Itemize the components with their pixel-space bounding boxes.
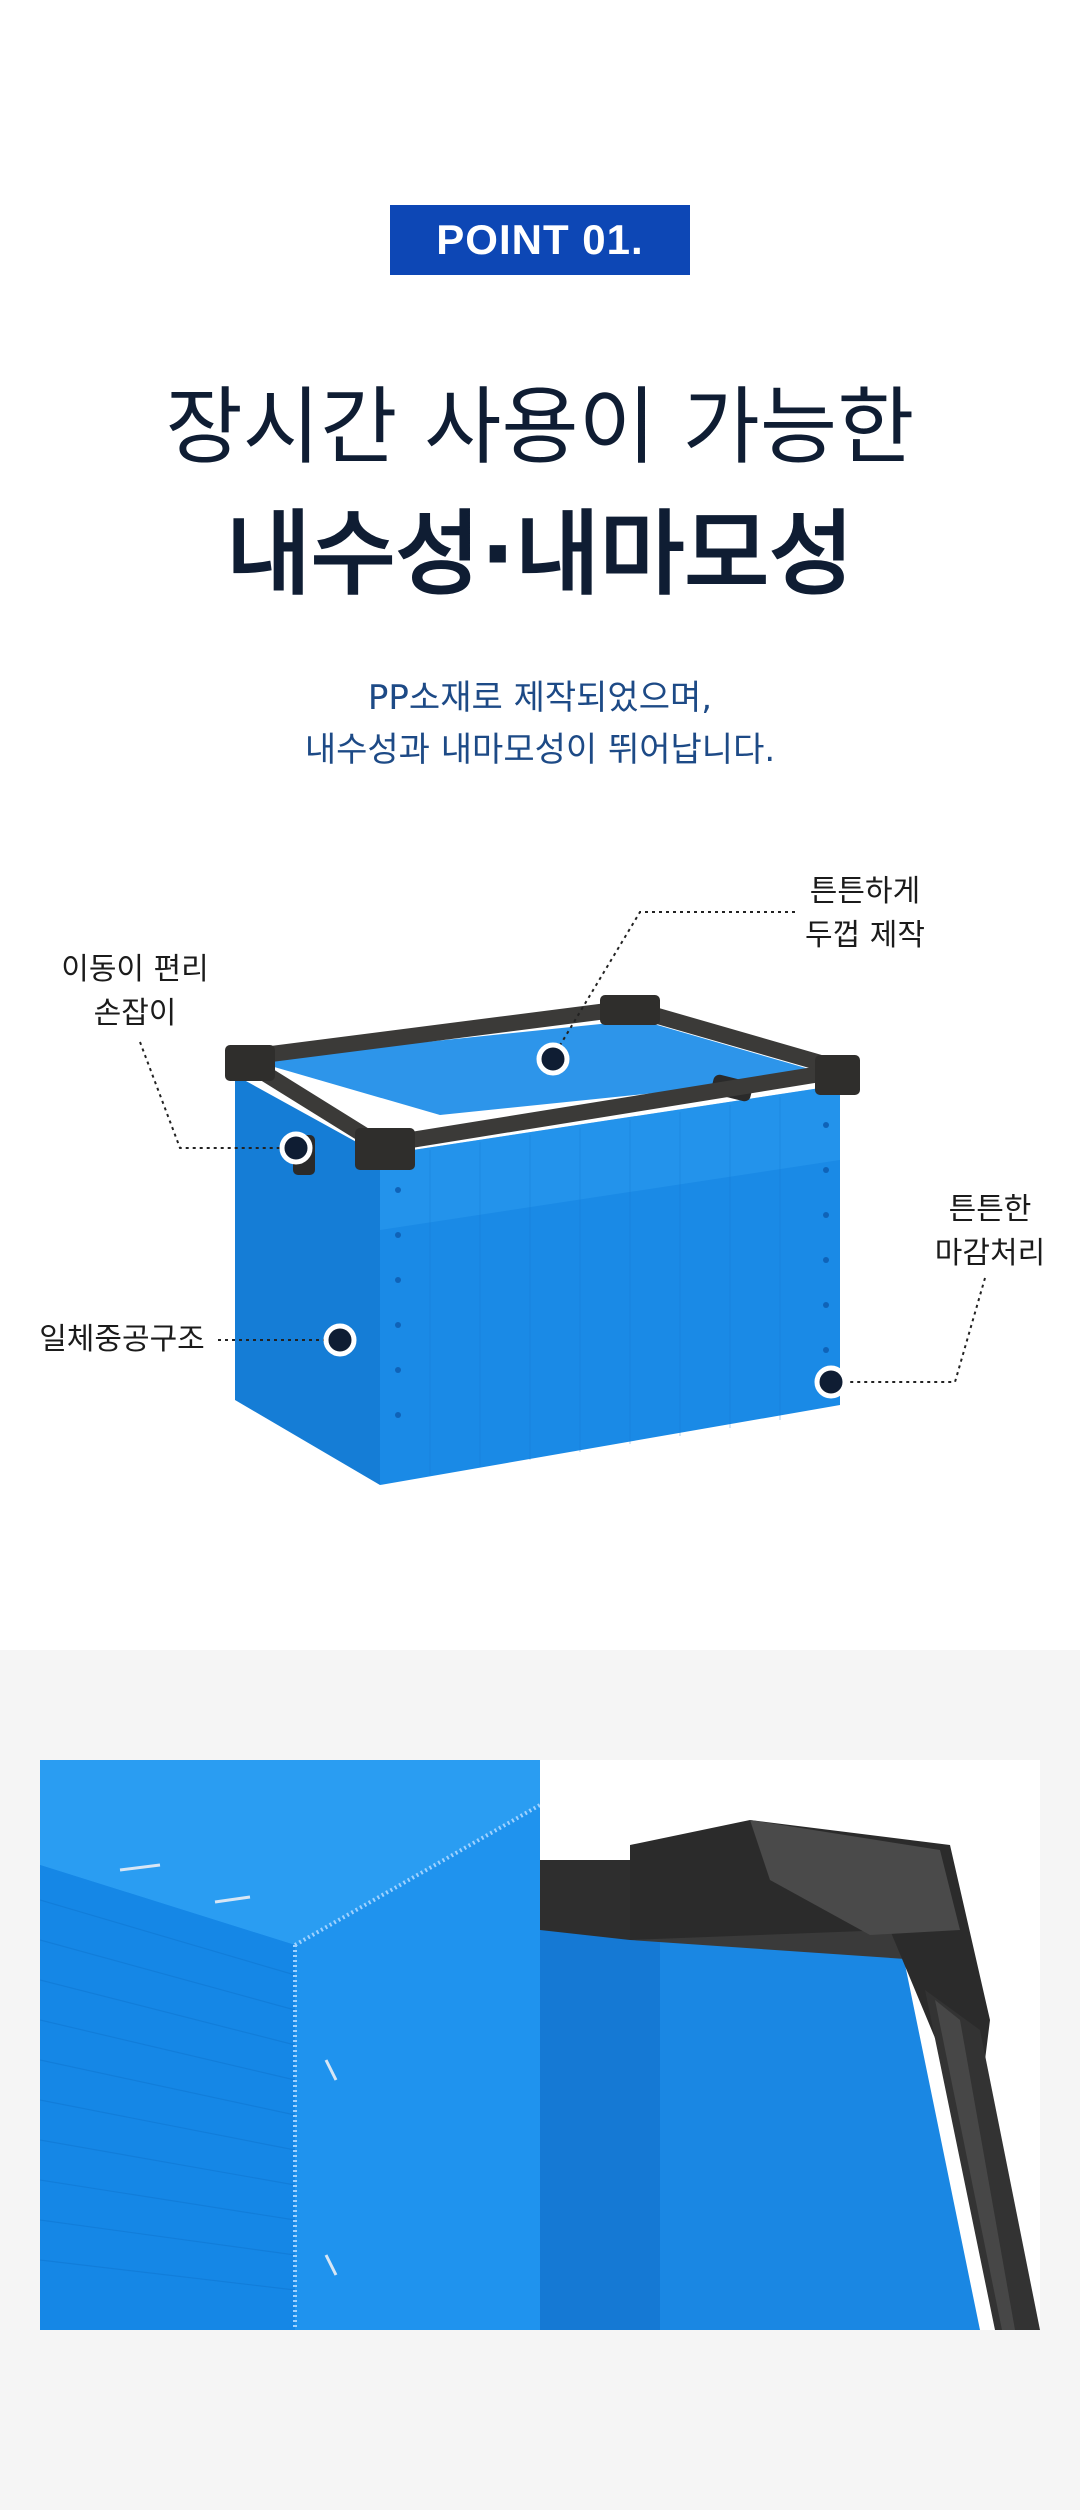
- detail-photo-frame: [540, 1760, 1040, 2330]
- dot-hollow: [323, 1323, 357, 1357]
- headline-line2: 내수성·내마모성: [226, 501, 854, 608]
- callout-hollow-line1: 일체중공구조: [39, 1322, 205, 1357]
- callout-thick: 튼튼하게 두껍 제작: [775, 870, 955, 958]
- callout-thick-line1: 튼튼하게: [809, 874, 921, 909]
- box-left-side: [235, 1075, 380, 1485]
- leader-finish: [830, 1277, 986, 1383]
- headline-line1: 장시간 사용이 가능한: [165, 378, 915, 476]
- dot-finish: [814, 1365, 848, 1399]
- detail-photo-corner: [40, 1760, 540, 2330]
- leader-handle: [139, 1041, 295, 1149]
- dot-thick: [536, 1042, 570, 1076]
- hero-section: POINT 01. 장시간 사용이 가능한 내수성·내마모성 PP소재로 제작되…: [22, 205, 1070, 1485]
- product-box-illustration: [139, 911, 986, 1485]
- description-line1: PP소재로 제작되었으며,: [367, 678, 713, 718]
- callout-handle-line1: 이동이 편리: [61, 952, 209, 987]
- callout-hollow: 일체중공구조: [22, 1318, 222, 1362]
- point-badge: POINT 01.: [390, 205, 690, 275]
- callout-thick-line2: 두껍 제작: [805, 918, 925, 953]
- callout-handle: 이동이 편리 손잡이: [45, 948, 225, 1036]
- callout-handle-line2: 손잡이: [93, 996, 177, 1031]
- callout-finish-line2: 마감처리: [934, 1236, 1046, 1271]
- description-line2: 내수성과 내마모성이 뛰어납니다.: [304, 730, 776, 770]
- dot-handle: [279, 1131, 313, 1165]
- leader-thick: [552, 911, 795, 1058]
- callout-finish: 튼튼한 마감처리: [910, 1188, 1070, 1276]
- callout-finish-line1: 튼튼한: [948, 1192, 1032, 1227]
